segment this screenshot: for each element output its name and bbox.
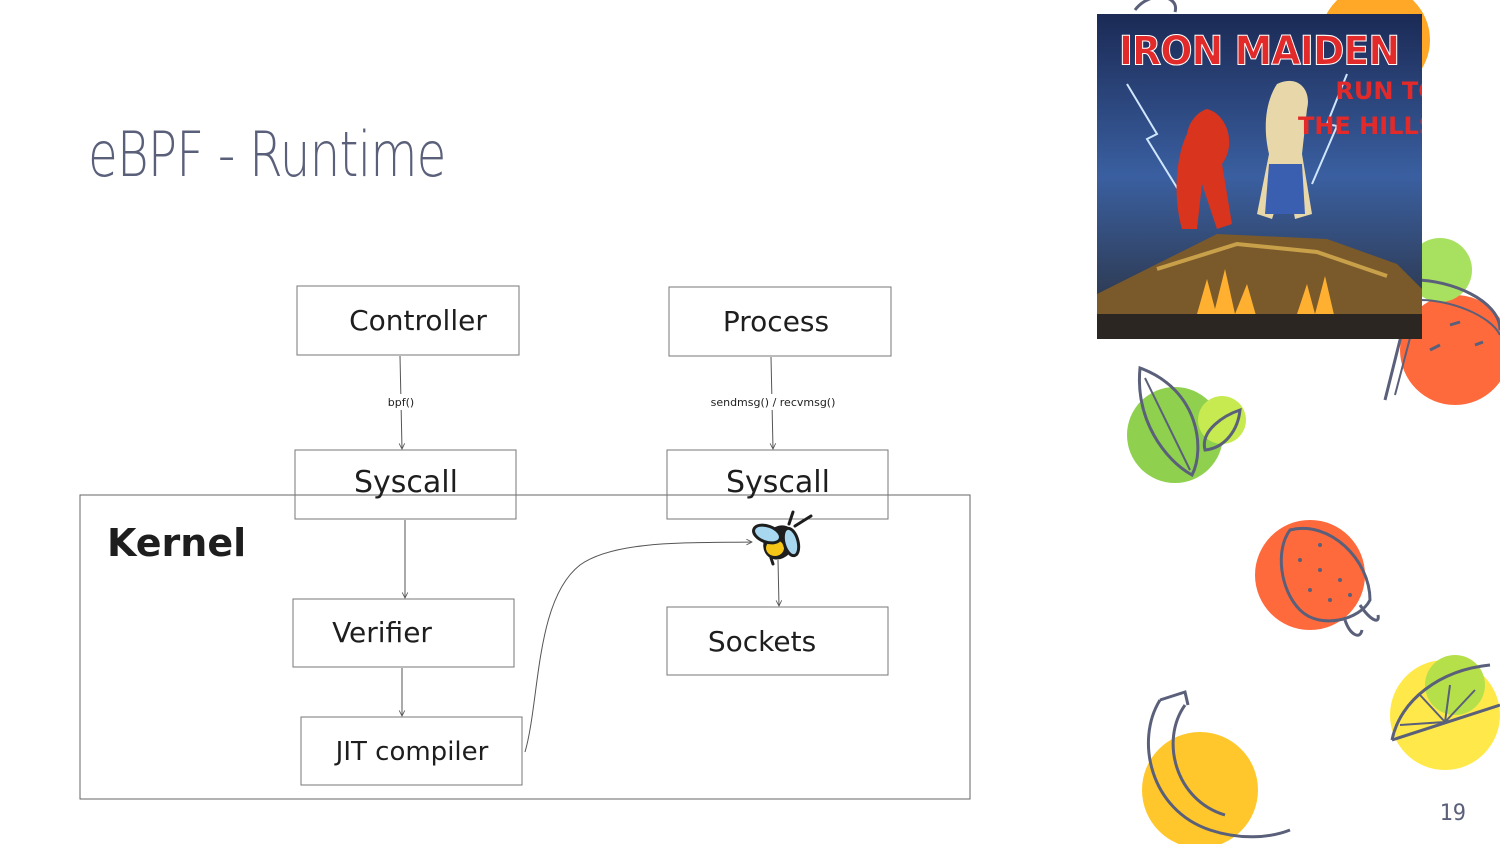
controller-label: Controller <box>349 304 487 337</box>
edge-label-sendmsg: sendmsg() / recvmsg() <box>711 396 836 409</box>
album-artwork: IRON MAIDEN RUN TO THE HILLS <box>1097 14 1422 339</box>
controller-node <box>296 285 520 356</box>
jit-compiler-node <box>300 716 523 786</box>
syscall-left-node <box>294 449 517 520</box>
verifier-node <box>292 598 515 668</box>
jit-compiler-label: JIT compiler <box>334 737 489 767</box>
syscall-left-label: Syscall <box>354 465 458 500</box>
edge-label-bpf: bpf() <box>388 396 414 409</box>
sockets-label: Sockets <box>708 625 816 658</box>
leaves-icon <box>1127 365 1246 483</box>
page-number: 19 <box>1439 801 1467 826</box>
banana-icon <box>1142 690 1291 844</box>
strawberry-icon <box>1255 520 1380 637</box>
edge-jit-hook <box>524 542 752 753</box>
album-title-line2: THE HILLS <box>1298 112 1422 140</box>
album-band-name: IRON MAIDEN <box>1119 29 1399 75</box>
syscall-right-node <box>666 449 889 520</box>
process-node <box>668 286 892 357</box>
kernel-label: Kernel <box>107 521 246 565</box>
sockets-node <box>666 606 889 676</box>
album-title-line1: RUN TO <box>1335 77 1422 105</box>
verifier-label: Verifier <box>332 616 432 649</box>
kernel-boundary <box>79 494 971 800</box>
ebpf-bee-icon <box>752 510 813 566</box>
syscall-right-label: Syscall <box>726 465 830 500</box>
process-label: Process <box>723 305 829 338</box>
lemon-icon <box>1390 655 1500 770</box>
slide-title: eBPF - Runtime <box>88 118 446 191</box>
edge-hook-sockets <box>778 559 779 606</box>
album-cover-image: IRON MAIDEN RUN TO THE HILLS <box>1097 14 1422 339</box>
watermelon-icon <box>1383 238 1500 405</box>
